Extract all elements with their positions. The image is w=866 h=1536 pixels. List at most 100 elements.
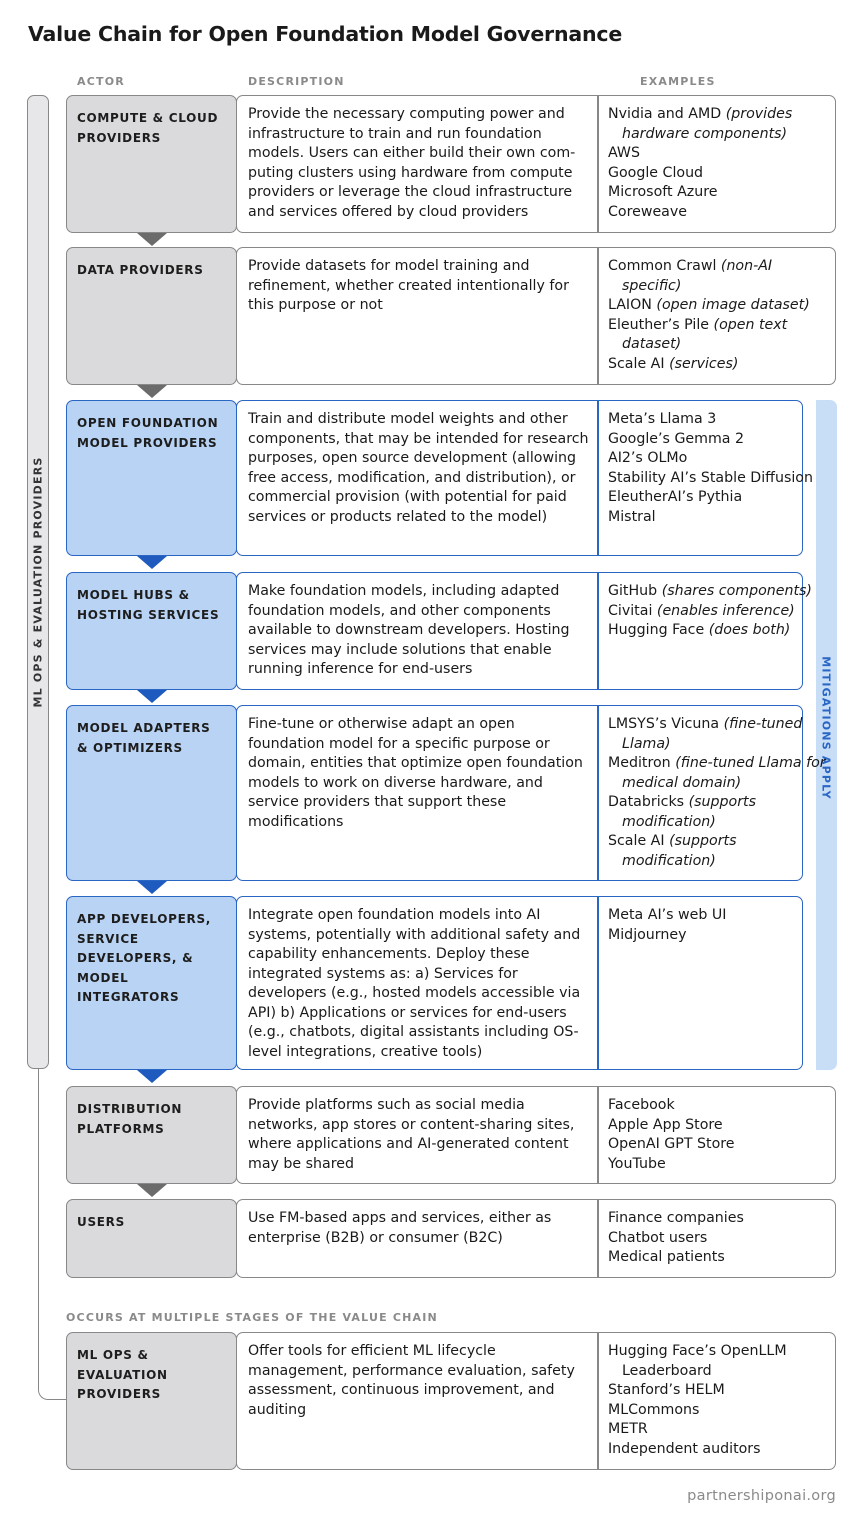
actor-label: DATA PROVIDERS [66, 247, 237, 385]
example-name: Meta AI’s web UI [608, 907, 727, 923]
row-detail-box [236, 1332, 836, 1470]
example-name: Stanford’s HELM [608, 1382, 725, 1398]
example-note: (supports modification) [622, 794, 756, 830]
examples-list: LMSYS’s Vicuna (fine-tuned Llama)Meditro… [608, 715, 833, 871]
example-item: Midjourney [608, 926, 833, 946]
example-item: AWS [608, 144, 833, 164]
actor-label: DISTRIBUTION PLATFORMS [66, 1086, 237, 1184]
example-item: Chatbot users [608, 1229, 833, 1249]
example-name: Finance companies [608, 1210, 744, 1226]
example-note: (enables inference) [656, 602, 795, 619]
actor-label: OPEN FOUNDATION MODEL PROVIDERS [66, 400, 237, 556]
examples-list: Common Crawl (non-AI specific)LAION (ope… [608, 257, 833, 374]
row-detail-box [236, 1199, 836, 1278]
row-detail-box [236, 95, 836, 233]
example-note: (fine-tuned Llama for medical domain) [622, 755, 826, 791]
example-item: Eleuther’s Pile (open text dataset) [608, 316, 833, 355]
example-name: Mistral [608, 508, 656, 525]
description-text: Provide platforms such as social media n… [248, 1097, 575, 1172]
example-name: LMSYS’s Vicuna [608, 716, 720, 732]
example-item: Google’s Gemma 2 [608, 430, 833, 450]
flow-arrow-icon [137, 385, 167, 398]
example-name: Midjourney [608, 926, 687, 943]
example-item: Nvidia and AMD (provides hardware compon… [608, 105, 833, 144]
row-data-providers: DATA PROVIDERS Provide datasets for mode… [66, 247, 836, 385]
section-label: OCCURS AT MULTIPLE STAGES OF THE VALUE C… [66, 1311, 438, 1324]
column-divider [597, 400, 599, 556]
row-model-hubs-hosting-services: MODEL HUBS & HOSTING SERVICES Make found… [66, 572, 812, 690]
example-item: Civitai (enables inference) [608, 602, 833, 622]
description-text: Integrate open foundation models into AI… [248, 907, 581, 1060]
description-text: Fine-tune or otherwise adapt an open fou… [248, 716, 583, 830]
example-name: Stability AI’s Stable Diffusion [608, 469, 813, 486]
row-ml-ops-evaluation-providers: ML OPS & EVALUATION PROVIDERS Offer tool… [66, 1332, 836, 1470]
flow-arrow-icon [137, 233, 167, 246]
example-item: YouTube [608, 1155, 833, 1175]
row-detail-box [236, 705, 803, 881]
example-name: Apple App Store [608, 1116, 723, 1133]
description-text: Make foundation models, including adapte… [248, 583, 570, 677]
row-users: USERS Use FM-based apps and services, ei… [66, 1199, 836, 1278]
page-title: Value Chain for Open Foundation Model Go… [28, 22, 623, 46]
example-name: GitHub [608, 583, 658, 599]
example-item: LAION (open image dataset) [608, 296, 833, 316]
example-item: Stanford’s HELM [608, 1381, 833, 1401]
example-name: OpenAI GPT Store [608, 1136, 735, 1152]
mitigations-bar [816, 400, 837, 1070]
row-detail-box [236, 572, 803, 690]
example-item: Independent auditors [608, 1440, 833, 1460]
description-text: Use FM-based apps and services, either a… [248, 1210, 552, 1246]
example-name: Facebook [608, 1097, 675, 1113]
row-open-foundation-model-providers: OPEN FOUNDATION MODEL PROVIDERS Train an… [66, 400, 813, 556]
example-item: Finance companies [608, 1209, 833, 1229]
example-name: Google’s Gemma 2 [608, 430, 745, 447]
example-name: Independent auditors [608, 1440, 761, 1457]
flow-arrow-icon [137, 881, 167, 894]
actor-label: USERS [66, 1199, 237, 1278]
example-note: (open image dataset) [656, 297, 810, 313]
example-name: LAION [608, 297, 652, 313]
row-detail-box [236, 400, 803, 556]
example-item: Facebook [608, 1096, 833, 1116]
example-item: Databricks (supports modification) [608, 793, 833, 832]
column-divider [597, 1199, 599, 1278]
example-item: Scale AI (supports modification) [608, 832, 833, 871]
example-name: Databricks [608, 794, 685, 810]
examples-list: GitHub (shares components)Civitai (enabl… [608, 582, 833, 641]
example-item: Google Cloud [608, 164, 833, 184]
example-note: (fine-tuned Llama) [622, 716, 803, 752]
column-divider [597, 95, 599, 233]
example-name: AWS [608, 145, 640, 161]
example-item: Mistral [608, 508, 833, 528]
footer-credit: partnershiponai.org [687, 1488, 836, 1504]
example-name: Microsoft Azure [608, 184, 718, 200]
example-item: Hugging Face (does both) [608, 621, 833, 641]
row-model-adapters-optimizers: MODEL ADAPTERS & OPTIMIZERS Fine-tune or… [66, 705, 826, 881]
example-item: MLCommons [608, 1401, 833, 1421]
actor-label: ML OPS & EVALUATION PROVIDERS [66, 1332, 237, 1470]
example-item: Apple App Store [608, 1116, 833, 1136]
actor-label: MODEL HUBS & HOSTING SERVICES [66, 572, 237, 690]
examples-list: Meta AI’s web UI Midjourney [608, 906, 833, 945]
description-text: Provide the necessary computing power an… [248, 106, 576, 220]
column-divider [597, 572, 599, 690]
example-name: Hugging Face’s OpenLLM Leaderboard [608, 1343, 787, 1379]
example-note: (provides hardware components) [622, 106, 793, 142]
actor-label: APP DEVELOPERS, SERVICE DEVELOPERS, & MO… [66, 896, 237, 1070]
example-item: METR [608, 1420, 833, 1440]
example-note: (non-AI specific) [622, 258, 773, 294]
example-item: Meta’s Llama 3 [608, 410, 833, 430]
row-detail-box [236, 896, 803, 1070]
column-header-examples: EXAMPLES [640, 75, 716, 88]
actor-label: COMPUTE & CLOUD PROVIDERS [66, 95, 237, 233]
example-item: OpenAI GPT Store [608, 1135, 833, 1155]
example-note: (does both) [708, 622, 791, 638]
flow-arrow-icon [137, 690, 167, 703]
column-divider [597, 705, 599, 881]
example-name: Civitai [608, 602, 653, 619]
example-item: EleutherAI’s Pythia [608, 488, 833, 508]
description-text: Train and distribute model weights and o… [248, 411, 589, 525]
